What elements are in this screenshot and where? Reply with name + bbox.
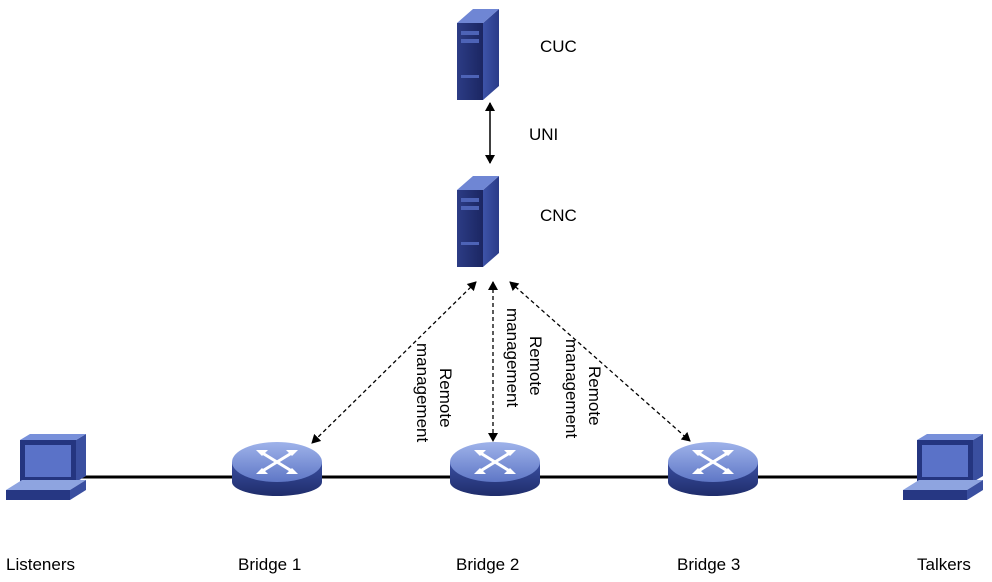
cuc-label: CUC <box>540 37 577 56</box>
remote-mgmt-arrow-bridge1 <box>311 281 477 444</box>
cnc-server-icon <box>457 176 499 267</box>
svg-text:management: management <box>413 343 432 443</box>
bridge2-label: Bridge 2 <box>456 555 519 574</box>
bridge3-switch-icon <box>668 442 758 496</box>
talkers-label: Talkers <box>917 555 971 574</box>
talkers-computer-icon <box>903 434 983 500</box>
cnc-label: CNC <box>540 206 577 225</box>
svg-text:management: management <box>503 308 522 408</box>
remote-mgmt-label-1b: management <box>413 343 432 443</box>
remote-mgmt-label-2b: management <box>503 308 522 408</box>
bridge1-label: Bridge 1 <box>238 555 301 574</box>
listeners-label: Listeners <box>6 555 75 574</box>
svg-text:Remote: Remote <box>436 368 455 428</box>
svg-text:Remote: Remote <box>585 366 604 426</box>
remote-mgmt-label-3b: management <box>562 339 581 439</box>
cuc-server-icon <box>457 9 499 100</box>
remote-mgmt-label-1: Remote <box>436 368 455 428</box>
listeners-computer-icon <box>6 434 86 500</box>
bridge3-label: Bridge 3 <box>677 555 740 574</box>
remote-mgmt-arrow-bridge3 <box>509 281 691 442</box>
remote-mgmt-label-3: Remote <box>585 366 604 426</box>
svg-text:Remote: Remote <box>526 336 545 396</box>
svg-text:management: management <box>562 339 581 439</box>
remote-mgmt-label-2: Remote <box>526 336 545 396</box>
bridge2-switch-icon <box>450 442 540 496</box>
bridge1-switch-icon <box>232 442 322 496</box>
uni-label: UNI <box>529 125 558 144</box>
